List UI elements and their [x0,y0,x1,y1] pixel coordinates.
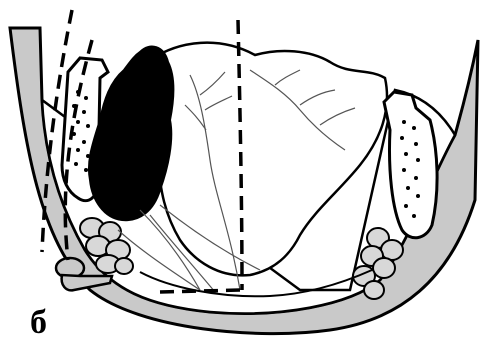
panel-label: б [30,306,47,340]
tongue [150,43,387,276]
